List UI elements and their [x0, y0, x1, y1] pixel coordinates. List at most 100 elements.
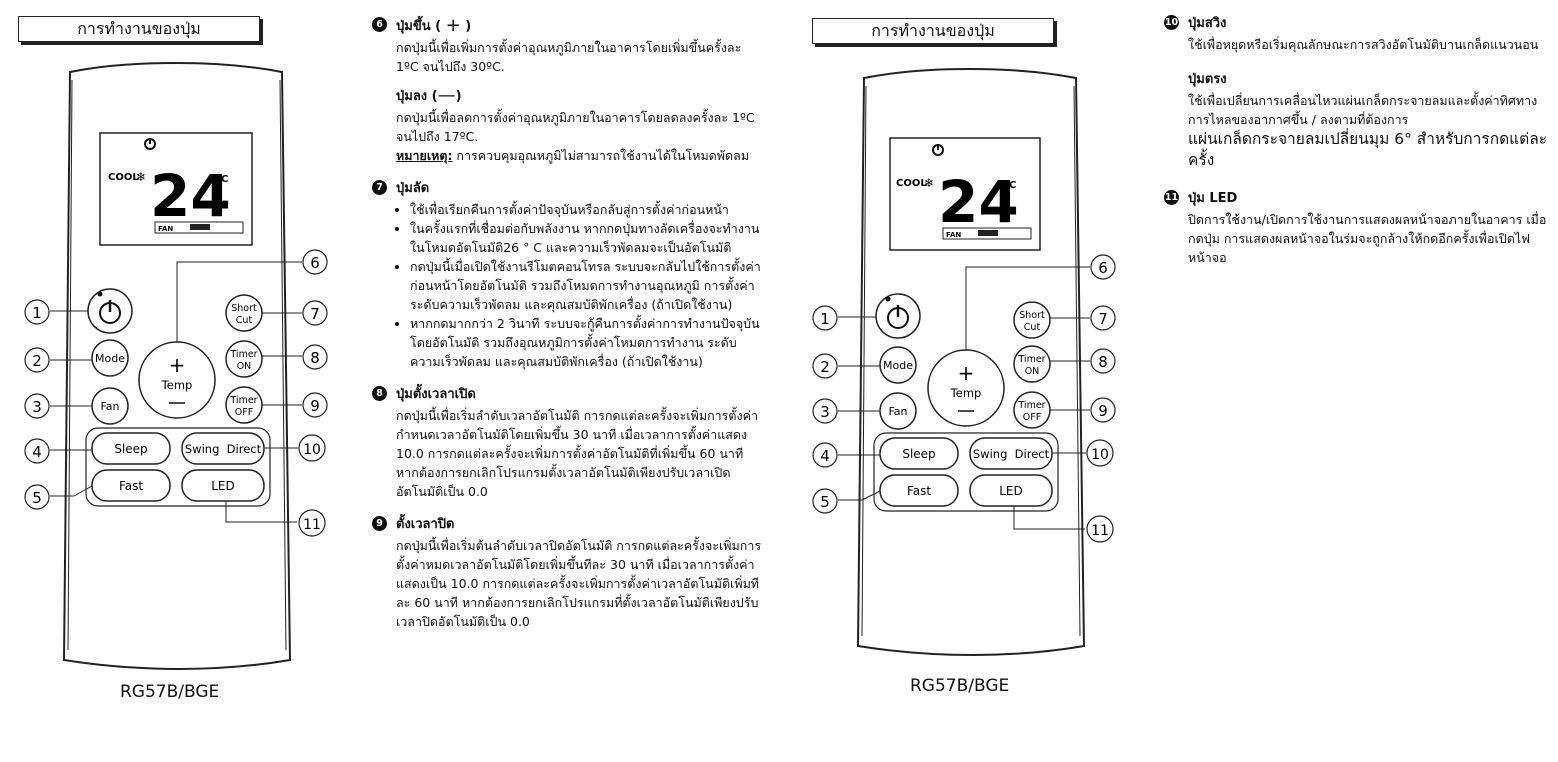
- power-button[interactable]: [875, 293, 921, 339]
- section-timer-on: 8 ปุ่มตั้งเวลาเปิด กดปุ่มนี้เพื่อเริ่มลำ…: [372, 385, 762, 501]
- short-cut-button[interactable]: Short Cut: [225, 294, 263, 332]
- svg-text:Timer: Timer: [1017, 400, 1045, 411]
- section-text: กดปุ่มนี้เพื่อเริ่มลำดับเวลาอัตโนมัติ กา…: [396, 408, 758, 499]
- timer-off-button[interactable]: Timer OFF: [225, 386, 263, 424]
- mode-button[interactable]: Mode: [879, 346, 917, 384]
- svg-text:Swing Direct: Swing Direct: [973, 447, 1050, 461]
- button-group-frame: [85, 427, 271, 507]
- snowflake-icon: ❄: [136, 170, 146, 184]
- svg-text:ON: ON: [237, 361, 252, 372]
- svg-text:5: 5: [820, 493, 830, 511]
- svg-text:10: 10: [1091, 447, 1109, 463]
- svg-text:OFF: OFF: [235, 407, 253, 418]
- sleep-button[interactable]: Sleep: [879, 437, 959, 470]
- svg-text:+: +: [169, 353, 186, 377]
- svg-text:5: 5: [32, 489, 42, 507]
- section-number: 8: [372, 386, 387, 401]
- fast-button[interactable]: Fast: [91, 469, 171, 502]
- section-number: 9: [372, 516, 387, 531]
- list-item: ในครั้งแรกที่เชื่อมต่อกับพลังงาน หากกดปุ…: [410, 219, 762, 257]
- fan-speed-bar: [978, 230, 998, 236]
- fan-button[interactable]: Fan: [91, 387, 129, 425]
- led-button[interactable]: LED: [969, 474, 1053, 507]
- svg-text:+: +: [958, 361, 975, 385]
- svg-text:Short: Short: [231, 303, 257, 314]
- model-label: RG57B/BGE: [120, 682, 220, 702]
- power-button[interactable]: [87, 288, 133, 334]
- temp-button[interactable]: + Temp: [138, 341, 216, 419]
- section-text: กดปุ่มนี้เพื่อเพิ่มการตั้งค่าอุณหภูมิภาย…: [396, 40, 742, 74]
- svg-text:3: 3: [32, 398, 42, 416]
- svg-text:Fast: Fast: [907, 484, 931, 498]
- svg-text:2: 2: [32, 352, 42, 370]
- svg-text:Timer: Timer: [1017, 354, 1045, 365]
- section-bigtext: แผ่นเกล็ดกระจายลมเปลี่ยนมุม 6° สำหรับการ…: [1188, 130, 1548, 169]
- svg-text:6: 6: [1098, 259, 1108, 277]
- list-item: กดปุ่มนี้เมื่อเปิดใช้งานรีโมตคอนโทรล ระบ…: [410, 257, 762, 314]
- led-button[interactable]: LED: [181, 469, 265, 502]
- button-group-frame: [873, 432, 1059, 512]
- lcd-temp: 24: [150, 162, 231, 230]
- short-cut-button[interactable]: Short Cut: [1013, 301, 1051, 339]
- svg-text:Temp: Temp: [950, 386, 982, 400]
- section-number: 7: [372, 180, 387, 195]
- svg-text:Short: Short: [1019, 310, 1045, 321]
- section-text: ปิดการใช้งาน/เปิดการใช้งานการแสดงผลหน้าจ…: [1188, 212, 1547, 265]
- svg-text:Sleep: Sleep: [114, 442, 147, 456]
- svg-text:6: 6: [310, 254, 320, 272]
- svg-text:Mode: Mode: [883, 359, 913, 372]
- mode-button[interactable]: Mode: [91, 339, 129, 377]
- svg-text:7: 7: [1098, 310, 1108, 328]
- svg-text:Cut: Cut: [236, 315, 253, 326]
- fast-button[interactable]: Fast: [879, 474, 959, 507]
- section-subtext: กดปุ่มนี้เพื่อลดการตั้งค่าอุณหภูมิภายในอ…: [396, 110, 755, 144]
- section-subtext: ใช้เพื่อเปลี่ยนการเคลื่อนไหวแผ่นเกล็ดกระ…: [1188, 93, 1538, 127]
- svg-text:11: 11: [303, 517, 321, 533]
- svg-text:1: 1: [32, 304, 42, 322]
- section-shortcut: 7 ปุ่มลัด ใช้เพื่อเรียกคืนการตั้งค่าปัจจ…: [372, 179, 762, 371]
- svg-text:7: 7: [310, 305, 320, 323]
- temp-button[interactable]: + Temp: [927, 349, 1005, 427]
- fan-button[interactable]: Fan: [879, 392, 917, 430]
- svg-text:11: 11: [1091, 523, 1109, 539]
- remote-diagram-right: COOL ❄ 24 °C FAN Mode Fan + Temp Short C…: [812, 68, 1116, 656]
- lcd-display: COOL ❄ 24 °C FAN: [99, 132, 253, 246]
- page-title: การทำงานของปุ่ม: [18, 16, 260, 42]
- svg-text:4: 4: [820, 447, 830, 465]
- section-note: หมายเหตุ: การควบคุมอุณหภูมิไม่สามารถใช้ง…: [396, 148, 750, 163]
- svg-text:Swing Direct: Swing Direct: [185, 442, 262, 456]
- page-title-2: การทำงานของปุ่ม: [812, 18, 1054, 44]
- svg-text:9: 9: [310, 397, 320, 415]
- swing-direct-button[interactable]: Swing Direct: [969, 437, 1053, 470]
- lcd-mode: COOL: [896, 178, 927, 189]
- svg-text:8: 8: [310, 349, 320, 367]
- text-column-1: 6 ปุ่มขึ้น ( + ) กดปุ่มนี้เพื่อเพิ่มการต…: [372, 16, 762, 645]
- callouts: 1 2 3 4 5 6 7 8 9 10 11: [24, 249, 328, 537]
- lcd-unit: °C: [1004, 180, 1016, 191]
- svg-text:LED: LED: [211, 479, 235, 493]
- callout-lines: [50, 261, 302, 523]
- snowflake-icon: ❄: [924, 176, 934, 190]
- section-number: 11: [1164, 190, 1179, 205]
- svg-text:Mode: Mode: [95, 352, 125, 365]
- svg-text:9: 9: [1098, 402, 1108, 420]
- lcd-unit: °C: [216, 174, 228, 185]
- section-number: 10: [1164, 15, 1179, 30]
- fan-speed-bar: [190, 224, 210, 230]
- sleep-button[interactable]: Sleep: [91, 432, 171, 465]
- timer-on-button[interactable]: Timer ON: [225, 340, 263, 378]
- lcd-display: COOL ❄ 24 °C FAN: [889, 137, 1041, 251]
- svg-text:Fan: Fan: [888, 405, 907, 418]
- section-text: ใช้เพื่อหยุดหรือเริ่มคุณลักษณะการสวิงอัต…: [1188, 37, 1539, 52]
- swing-direct-button[interactable]: Swing Direct: [181, 432, 265, 465]
- svg-text:Temp: Temp: [161, 378, 193, 392]
- svg-text:LED: LED: [999, 484, 1023, 498]
- model-label-2: RG57B/BGE: [910, 676, 1010, 696]
- lcd-fan-label: FAN: [946, 231, 961, 239]
- list-item: หากกดมากกว่า 2 วินาที ระบบจะกู้คืนการตั้…: [410, 314, 762, 371]
- svg-text:3: 3: [820, 403, 830, 421]
- svg-text:Fan: Fan: [100, 400, 119, 413]
- timer-off-button[interactable]: Timer OFF: [1013, 391, 1051, 429]
- timer-on-button[interactable]: Timer ON: [1013, 345, 1051, 383]
- svg-text:Fast: Fast: [119, 479, 143, 493]
